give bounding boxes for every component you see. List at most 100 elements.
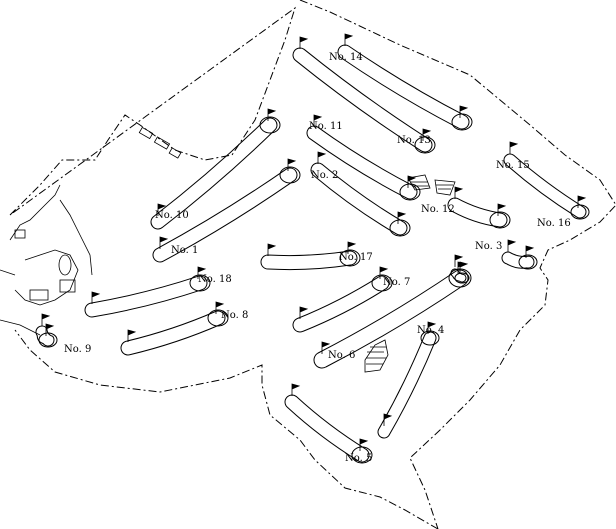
- flag-icon: [91, 291, 101, 304]
- flag-icon: [457, 261, 467, 274]
- flag-icon: [347, 241, 357, 254]
- fairway-outline: [292, 275, 390, 333]
- hole-label: No. 15: [496, 160, 530, 171]
- flag-icon: [497, 203, 507, 216]
- green-outline: [189, 274, 211, 292]
- flag-icon: [422, 128, 432, 141]
- hole-13: [292, 36, 436, 154]
- hole-17: [260, 241, 361, 271]
- fairway-outline: [84, 275, 208, 318]
- fairway-outline: [377, 331, 437, 439]
- hole-7: [292, 266, 393, 333]
- hole-label: No. 5: [345, 453, 373, 464]
- fairway-outline: [150, 117, 278, 230]
- flag-icon: [321, 341, 331, 354]
- course-boundary: [9, 0, 616, 529]
- hole-18: [84, 266, 211, 318]
- green-outline: [454, 272, 470, 284]
- flag-icon: [577, 195, 587, 208]
- flag-icon: [509, 141, 519, 154]
- fairway-outline: [501, 251, 535, 269]
- fairway-outline: [447, 197, 508, 228]
- hole-label: No. 8: [221, 310, 249, 321]
- hole-1: [152, 158, 301, 263]
- green-outline: [518, 254, 538, 270]
- hole-label: No. 13: [397, 135, 431, 146]
- hole-5: [284, 383, 373, 464]
- flag-icon: [317, 151, 327, 164]
- water-hazards: [364, 174, 456, 373]
- hole-label: No. 1: [171, 245, 199, 256]
- green-outline: [207, 309, 229, 327]
- hole-label: No. 3: [475, 241, 503, 252]
- flag-icon: [507, 239, 517, 252]
- green-outline: [339, 249, 361, 267]
- hole-label: No. 4: [417, 325, 445, 336]
- hole-16: [501, 239, 538, 270]
- flag-icon: [287, 158, 297, 171]
- flag-icon: [383, 413, 393, 426]
- green-outline: [570, 204, 590, 220]
- green-outline: [389, 219, 411, 237]
- hole-8: [120, 301, 229, 356]
- hole-12: [447, 186, 511, 229]
- fairway-outline: [310, 162, 408, 236]
- flag-icon: [197, 266, 207, 279]
- green-outline: [38, 332, 58, 348]
- flag-icon: [427, 321, 437, 334]
- hole-label: No. 18: [198, 274, 232, 285]
- fairway-outline: [35, 325, 55, 347]
- hole-label: No. 12: [421, 204, 455, 215]
- fairway-outline: [120, 310, 226, 356]
- flag-icon: [267, 108, 277, 121]
- flag-icon: [215, 301, 225, 314]
- green-outline: [489, 211, 511, 229]
- hole-14: [337, 33, 473, 131]
- green-outline: [448, 268, 472, 288]
- hole-label: No. 11: [309, 121, 343, 132]
- hole-label: No. 14: [329, 52, 363, 63]
- fairway-outline: [337, 44, 470, 130]
- flag-icon: [454, 186, 464, 199]
- flag-icon: [159, 236, 169, 249]
- fairway-outline: [260, 250, 358, 271]
- flag-icon: [344, 33, 354, 46]
- clubhouse-area: [0, 126, 182, 336]
- fairway-outline: [450, 268, 467, 283]
- hole-label: No. 9: [64, 344, 92, 355]
- green-outline: [414, 136, 436, 154]
- hole-label: No. 6: [328, 350, 356, 361]
- flag-icon: [459, 105, 469, 118]
- hole-10: [150, 108, 281, 230]
- flag-icon: [397, 211, 407, 224]
- hole-6: [313, 261, 472, 369]
- fairway-outline: [152, 167, 298, 263]
- flag-icon: [379, 266, 389, 279]
- hole-9: [35, 313, 58, 348]
- green-outline: [371, 274, 393, 292]
- flag-icon: [525, 245, 535, 258]
- hole-label: No. 16: [537, 218, 571, 229]
- flag-icon: [359, 438, 369, 451]
- green-outline: [351, 446, 373, 464]
- hole-2: [310, 151, 411, 237]
- green-outline: [420, 330, 440, 346]
- hole-label: No. 17: [339, 252, 373, 263]
- hole-label: No. 7: [383, 277, 411, 288]
- flag-icon: [299, 36, 309, 49]
- green-outline: [451, 113, 473, 131]
- hole-4: [377, 321, 440, 439]
- hole-15: [503, 141, 590, 220]
- flag-icon: [45, 323, 55, 336]
- flag-icon: [127, 329, 137, 342]
- hole-label: No. 10: [155, 210, 189, 221]
- fairway-outline: [313, 269, 469, 369]
- fairway-outline: [503, 153, 587, 219]
- flag-icon: [267, 243, 277, 256]
- fairway-outline: [284, 394, 370, 463]
- flag-icon: [313, 114, 323, 127]
- flag-icon: [291, 383, 301, 396]
- green-outline: [399, 183, 421, 201]
